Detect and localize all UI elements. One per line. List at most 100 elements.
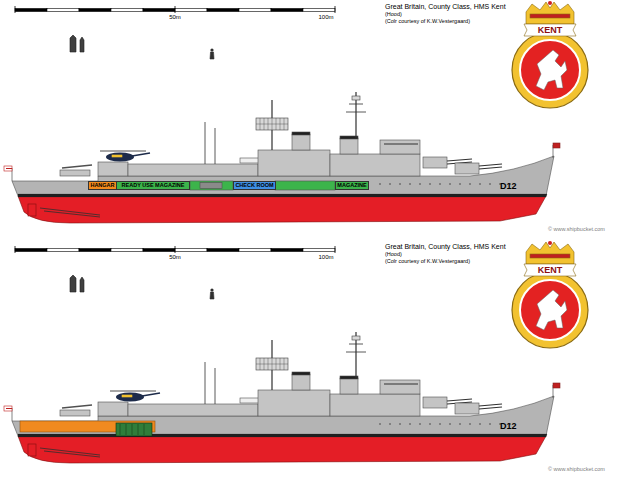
funnel (340, 138, 358, 154)
white-horse (536, 290, 567, 330)
helicopter-marking (112, 155, 122, 157)
porthole (379, 183, 381, 185)
drawing-title: Great Britain, County Class, HMS Kent (385, 3, 506, 10)
porthole (469, 183, 471, 185)
compartment-frame (126, 424, 127, 435)
badge-name: KENT (538, 26, 563, 35)
funnel-cap (292, 372, 310, 375)
helicopter (116, 393, 144, 402)
pennant-number: D12 (500, 182, 517, 191)
credit-note: (Colr courtesy of K.W.Vestergaard) (385, 259, 470, 265)
weapon-silhouette (80, 37, 84, 52)
porthole (439, 183, 441, 185)
underwater-hull (18, 196, 546, 223)
porthole (429, 183, 431, 185)
porthole (399, 423, 401, 425)
helicopter-tail (132, 153, 150, 156)
crown-jewel (548, 241, 552, 245)
pennant-number: D12 (500, 422, 517, 431)
porthole (449, 423, 451, 425)
scale-tick (335, 246, 336, 253)
scale-segment (47, 9, 79, 12)
gun-barrel (479, 164, 502, 166)
badge-crown (526, 242, 574, 264)
bridge-windows (384, 143, 418, 144)
badge-field (520, 40, 580, 100)
ship-profile (4, 92, 560, 223)
deckhouse (258, 390, 330, 416)
ensign (4, 166, 12, 171)
scale-segment (271, 9, 303, 12)
helicopter-marking (122, 395, 132, 397)
porthole (379, 423, 381, 425)
scale-tick (175, 6, 176, 13)
porthole (449, 183, 451, 185)
porthole (479, 423, 481, 425)
internal-compartment (190, 181, 233, 190)
light-mast (215, 368, 216, 404)
porthole (409, 183, 411, 185)
gun-barrel (479, 167, 502, 169)
white-horse (536, 50, 567, 90)
gun-turret (455, 403, 479, 414)
light-mast (205, 122, 206, 164)
compartment-label: CHECK ROOM (235, 183, 273, 189)
crown-band (530, 254, 570, 258)
helicopter-rotor (110, 391, 156, 392)
mast-yard (346, 112, 366, 113)
badge-name: KENT (538, 266, 563, 275)
scale-segment (47, 249, 79, 252)
porthole (469, 423, 471, 425)
ship-boat (240, 158, 260, 163)
boot-topping (18, 194, 547, 197)
jack (553, 383, 560, 388)
gun-barrel (479, 404, 502, 406)
compartment-box: MAGAZINE (335, 181, 369, 190)
scale-label: 50m (169, 14, 181, 20)
drawing-subtitle: (Hood) (385, 12, 402, 18)
compartment-frame (132, 424, 133, 435)
badge-ring (512, 272, 588, 348)
porthole (489, 423, 491, 425)
scale-segment (175, 9, 207, 12)
badge-crown (526, 2, 574, 24)
credit-note: (Colr courtesy of K.W.Vestergaard) (385, 19, 470, 25)
radar-antenna (352, 336, 360, 340)
person-silhouette (210, 292, 214, 299)
gun-barrel (447, 399, 472, 401)
radar-antenna (256, 118, 288, 130)
person-silhouette (210, 52, 214, 59)
internal-compartment (200, 183, 222, 189)
drawing-title: Great Britain, County Class, HMS Kent (385, 243, 506, 250)
compartment-label: MAGAZINE (337, 183, 366, 189)
crown-jewel (548, 1, 552, 5)
jack (553, 143, 560, 148)
scale-segment (111, 249, 143, 252)
underwater-hull (18, 436, 546, 463)
propeller-shaft (44, 211, 100, 217)
scale-segment (143, 249, 175, 252)
mast-yard (349, 344, 363, 345)
scale-segment (207, 9, 239, 12)
scale-segment (79, 9, 111, 12)
funnel (340, 378, 358, 394)
funnel (292, 134, 310, 150)
missile-launcher (60, 170, 90, 176)
scale-segment (303, 9, 335, 12)
scale-segment (175, 249, 207, 252)
internal-compartment (275, 181, 335, 190)
scale-segment (271, 249, 303, 252)
scale-label: 50m (169, 254, 181, 260)
helicopter-rotor (100, 151, 146, 152)
porthole (489, 183, 491, 185)
funnel (292, 374, 310, 390)
ship-profile (4, 332, 560, 463)
scale-segment (239, 9, 271, 12)
compartment-label: HANGAR (90, 183, 114, 189)
radar-antenna (256, 358, 288, 370)
porthole (409, 423, 411, 425)
deckhouse (330, 154, 420, 176)
scale-segment (303, 249, 335, 252)
light-mast (215, 128, 216, 164)
